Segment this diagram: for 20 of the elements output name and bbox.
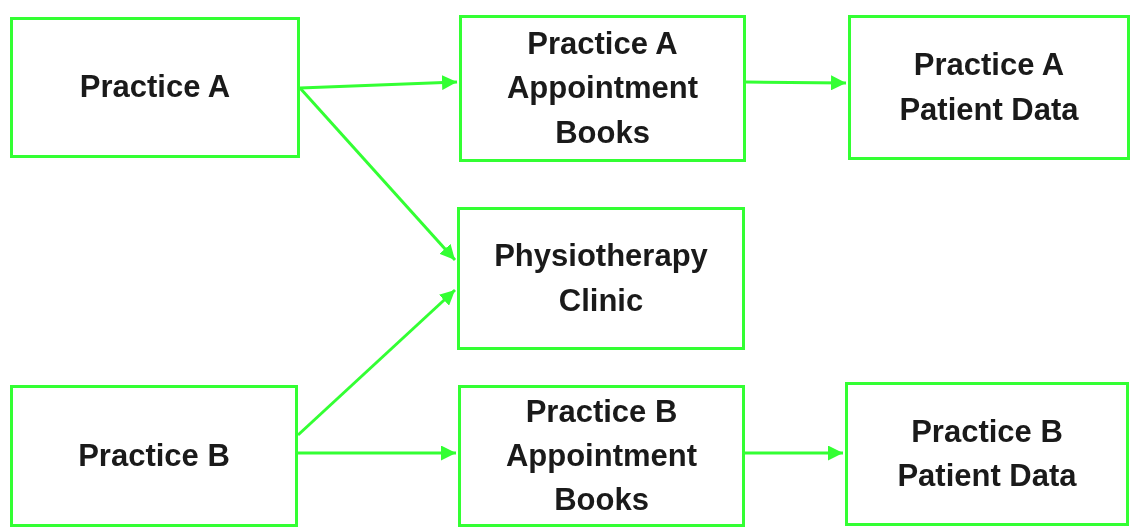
process-box [10,17,300,158]
arrow [746,75,846,91]
process-box [845,382,1129,526]
process-box [10,385,298,527]
process-box [459,15,746,162]
process-box [848,15,1130,160]
box-label: Practice A [79,68,231,107]
box-label: Practice A Patient Data [898,46,1080,129]
process-box [458,385,745,527]
arrow [298,87,457,261]
process-box [457,207,745,350]
arrow [298,445,456,461]
arrow [297,288,456,437]
box-label: Practice B Patient Data [896,413,1078,495]
box-label: Practice B Appointment Books [504,393,699,519]
box-label: Practice B [78,437,230,475]
box-label: Physiotherapy Clinic [493,237,709,320]
arrow [745,445,843,461]
box-label: Practice A Appointment Books [505,25,700,152]
arrow [299,75,458,91]
